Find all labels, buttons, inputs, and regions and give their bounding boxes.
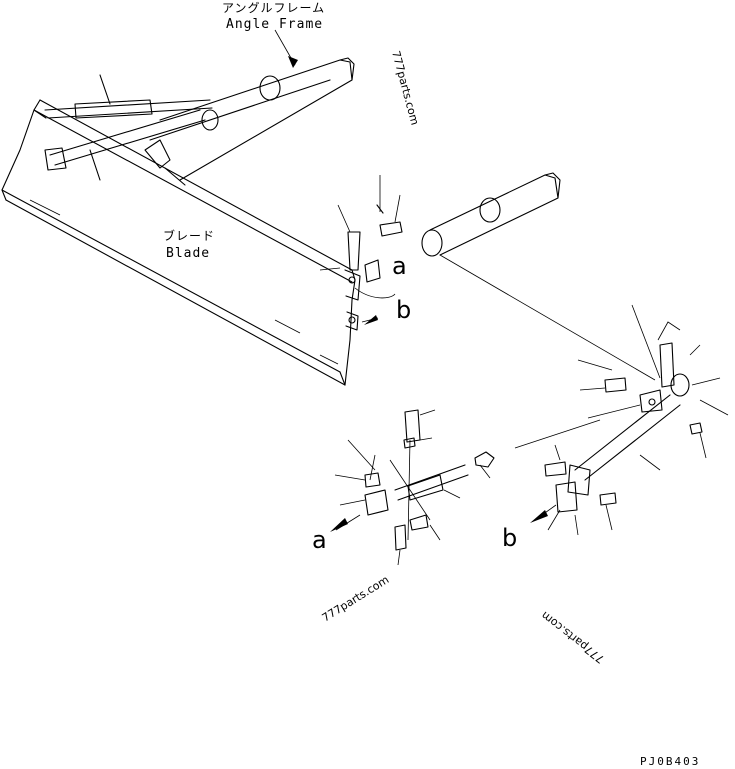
lift-cylinder-upper	[44, 74, 213, 119]
angle-frame-right	[421, 172, 656, 381]
watermark-bottom-left: 777parts.com	[320, 573, 392, 624]
brace-arm	[514, 304, 729, 536]
watermark-top: 777parts.com	[389, 49, 421, 126]
angle-frame-label-en: Angle Frame	[226, 17, 323, 32]
angle-frame-arrowhead	[288, 56, 298, 68]
reference-a-blade: a	[392, 252, 407, 280]
blade-label-en: Blade	[166, 246, 210, 261]
blade-pins	[337, 175, 403, 325]
angle-frame-label-jp: アングルフレーム	[222, 1, 325, 15]
blade-label-jp: ブレード	[163, 228, 215, 243]
reference-a-cylinder: a	[312, 526, 327, 554]
blade	[1, 99, 361, 386]
reference-b-brace: b	[502, 524, 517, 552]
watermark-bottom-right: 777parts.com	[539, 609, 607, 666]
drawing-code: PJ0B403	[640, 755, 700, 768]
lift-cylinder-lower	[44, 109, 206, 181]
reference-b-blade: b	[396, 296, 411, 324]
cylinder-exploded	[330, 409, 495, 566]
angle-frame	[144, 57, 355, 186]
